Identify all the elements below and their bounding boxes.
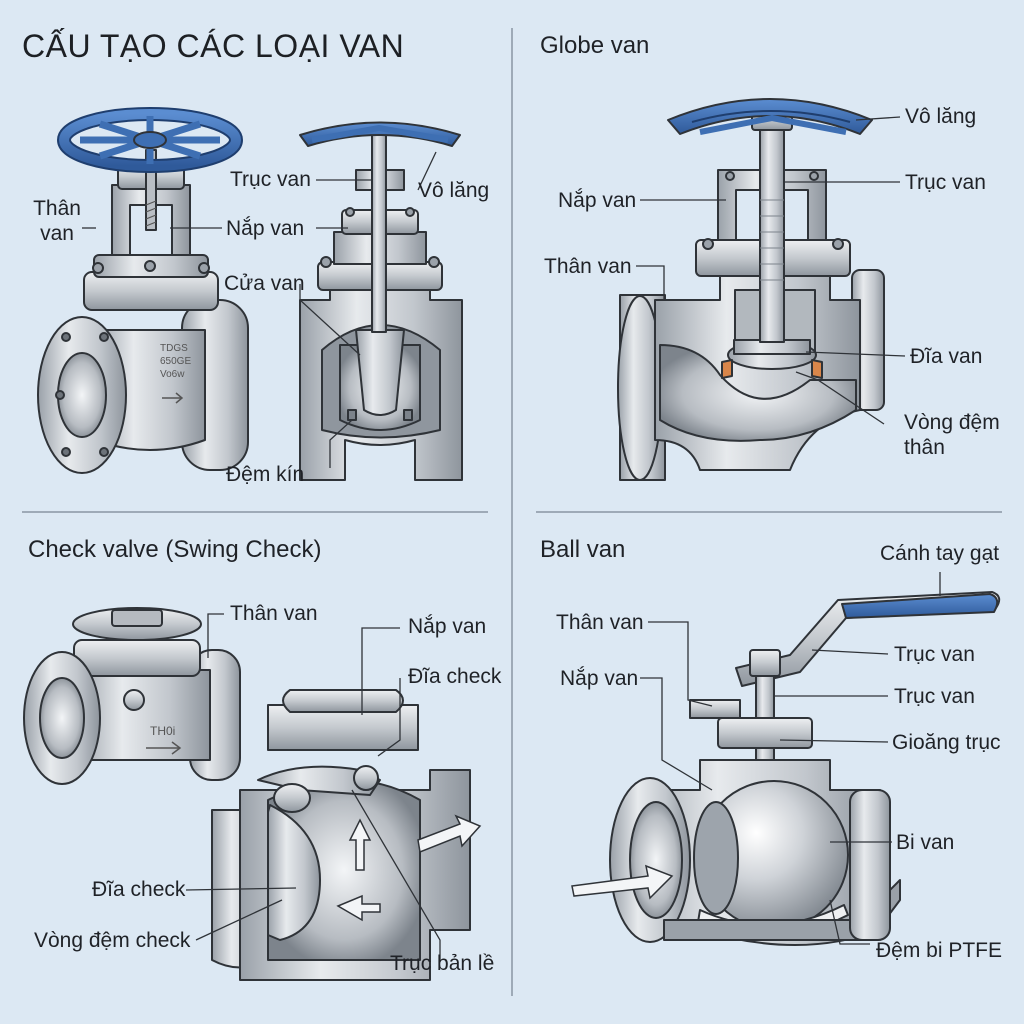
gate-label-than-van-line2: van [40, 222, 74, 245]
check-label-dia-check-top: Đĩa check [408, 665, 502, 688]
gate-valve-external [37, 107, 249, 474]
globe-label-than-van: Thân van [544, 255, 632, 278]
check-label-dia-check-left: Đĩa check [92, 878, 186, 901]
gate-label-vo-lang: Vô lăng [418, 179, 490, 202]
ball-label-bi-van: Bi van [896, 831, 955, 854]
gate-label-cua-van: Cửa van [224, 272, 305, 295]
gate-flow-arrow [162, 392, 184, 404]
globe-label-truc-van: Trục van [905, 171, 986, 194]
check-flow-arrow [146, 741, 182, 755]
gate-label-truc-van: Trục van [230, 168, 311, 191]
gate-label-than-van-line1: Thân [33, 197, 81, 220]
ball-label-than-van: Thân van [556, 611, 644, 634]
globe-label-vong-dem-line2: thân [904, 436, 945, 459]
gate-body-marking-1: TDGS [160, 343, 188, 354]
globe-label-vo-lang: Vô lăng [905, 105, 977, 128]
check-leader-lines [185, 613, 441, 962]
check-label-than-van: Thân van [230, 602, 318, 625]
ball-label-canh-tay-gat: Cánh tay gạt [880, 542, 1000, 565]
ball-label-truc-van-1: Trục van [894, 643, 975, 666]
gate-body-marking-2: 650GE [160, 356, 192, 367]
globe-label-dia-van: Đĩa van [910, 345, 983, 368]
ball-label-gioang-truc: Gioăng trục [892, 731, 1001, 754]
globe-panel-title: Globe van [540, 32, 650, 59]
gate-body-marking-3: Vo6w [160, 369, 185, 380]
gate-leader-lines [82, 151, 437, 468]
check-label-nap-van: Nắp van [408, 615, 487, 638]
check-flow-arrows [336, 814, 482, 922]
page-title: CẤU TẠO CÁC LOẠI VAN [22, 28, 405, 64]
check-label-vong-dem-check: Vòng đệm check [34, 929, 191, 952]
globe-valve [617, 98, 885, 481]
gate-body-marking: TDGS 650GE Vo6w [160, 342, 191, 381]
gate-label-dem-kin: Đệm kín [226, 463, 305, 486]
check-valve-cutaway [211, 689, 471, 981]
ball-leader-lines [640, 572, 941, 945]
globe-label-vong-dem-line1: Vòng đệm [904, 411, 1000, 434]
check-valve-external [23, 607, 241, 785]
check-panel-title: Check valve (Swing Check) [28, 536, 322, 563]
gate-label-nap-van: Nắp van [226, 217, 305, 240]
check-body-marking: TH0i [150, 724, 176, 738]
ball-valve [609, 591, 1001, 946]
ball-flow-arrow [571, 864, 674, 900]
gate-valve-cutaway [299, 121, 463, 481]
ball-panel-title: Ball van [540, 536, 626, 563]
globe-leader-lines [636, 116, 906, 425]
check-label-truc-ban-le: Trục bản lề [390, 952, 495, 975]
ball-label-dem-bi: Đệm bi PTFE [876, 939, 1003, 962]
ball-label-truc-van-2: Trục van [894, 685, 975, 708]
ball-label-nap-van: Nắp van [560, 667, 639, 690]
globe-label-vong-dem: Vòng đệm thân [904, 410, 1000, 460]
gate-label-than-van: Thân van [28, 196, 86, 246]
globe-label-nap-van: Nắp van [558, 189, 637, 212]
